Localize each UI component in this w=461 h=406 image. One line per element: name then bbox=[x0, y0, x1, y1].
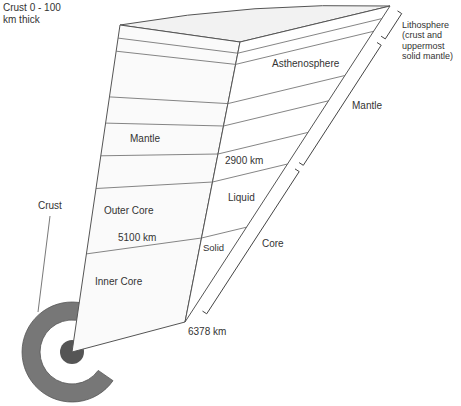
bracket-label: Core bbox=[262, 238, 284, 250]
layer-name: Mantle bbox=[130, 133, 160, 145]
layer-boundaries bbox=[86, 19, 381, 254]
layer-name: Asthenosphere bbox=[272, 58, 339, 70]
crust-thickness-note: Crust 0 - 100 km thick bbox=[3, 2, 75, 25]
state-label: Liquid bbox=[228, 192, 255, 204]
layer-name: Outer Core bbox=[104, 205, 153, 217]
layer-brackets bbox=[203, 11, 402, 314]
part-name: Crust bbox=[38, 200, 62, 212]
depth-label: 2900 km bbox=[225, 155, 263, 167]
bracket-label: Mantle bbox=[352, 100, 382, 112]
layer-name: Inner Core bbox=[95, 276, 142, 288]
depth-label: 5100 km bbox=[118, 232, 156, 244]
bracket-label: Lithosphere (crust and uppermost solid m… bbox=[402, 20, 459, 61]
crust-leader bbox=[38, 216, 50, 312]
state-label: Solid bbox=[203, 243, 224, 254]
depth-label: 6378 km bbox=[188, 326, 226, 338]
